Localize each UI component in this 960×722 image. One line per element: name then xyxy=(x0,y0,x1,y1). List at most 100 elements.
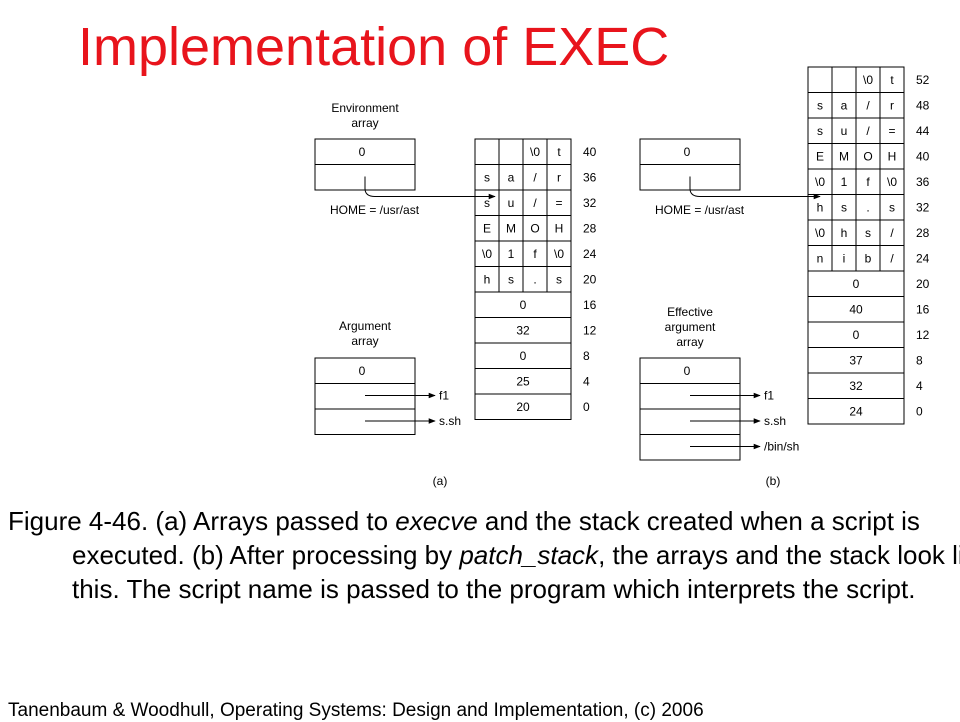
copyright-credit: Tanenbaum & Woodhull, Operating Systems:… xyxy=(8,700,704,721)
panel-b-stack-char-value: t xyxy=(890,73,894,87)
panel-b-stack-char-value: E xyxy=(816,150,824,164)
panel-b-arg-label: Effective xyxy=(667,305,713,319)
panel-a-stack-char-value: f xyxy=(533,247,537,261)
panel-b-stack-address: 8 xyxy=(916,354,923,368)
panel-b-arg-string: /bin/sh xyxy=(764,440,799,454)
panel-a-stack-address: 28 xyxy=(583,222,597,236)
panel-a-env-label: array xyxy=(351,116,378,130)
panel-b-stack-address: 24 xyxy=(916,252,930,266)
panel-b-stack-char-value: H xyxy=(888,150,897,164)
panel-a-stack-char-value: / xyxy=(533,196,537,210)
slide-title: Implementation of EXEC xyxy=(78,17,670,77)
panel-b-stack-address: 4 xyxy=(916,379,923,393)
panel-b-arg-label: array xyxy=(676,335,703,349)
panel-b-arg-string: s.sh xyxy=(764,414,786,428)
panel-b-stack-char-value: s xyxy=(817,99,823,113)
panel-a-stack-address: 12 xyxy=(583,324,597,338)
caption-suffix: , the arrays and the stack look like thi… xyxy=(72,540,960,604)
panel-b-stack-char-value: i xyxy=(843,252,846,266)
panel-b-stack-address: 28 xyxy=(916,226,930,240)
panel-b-home-string: HOME = /usr/ast xyxy=(655,203,745,217)
panel-b-stack-address: 20 xyxy=(916,277,930,291)
panel-b-stack-char-value: s xyxy=(865,226,871,240)
panel-b-stack-char-value: . xyxy=(866,201,869,215)
panel-b-stack-char-value: 1 xyxy=(841,175,848,189)
panel-a-stack-address: 24 xyxy=(583,247,597,261)
panel-a-arg-label: Argument xyxy=(339,319,392,333)
panel-b-stack-char-value: h xyxy=(817,201,824,215)
caption-execve: execve xyxy=(395,506,478,536)
panel-a-stack-char-value: s xyxy=(508,273,514,287)
panel-b-stack-address: 40 xyxy=(916,150,930,164)
panel-b-stack-word-value: 24 xyxy=(849,405,863,419)
panel-a-stack-char-value: s xyxy=(484,196,490,210)
panel-a-stack-char-value: M xyxy=(506,222,516,236)
panel-b-stack-address: 52 xyxy=(916,73,930,87)
panel-b-arg-cell xyxy=(639,408,741,435)
panel-a-stack-address: 4 xyxy=(583,375,590,389)
panel-b-env-value: 0 xyxy=(684,145,691,159)
panel-a-env-value: 0 xyxy=(359,145,366,159)
panel-a-home-string: HOME = /usr/ast xyxy=(330,203,420,217)
panel-a-stack-char-value: E xyxy=(483,222,491,236)
panel-b-stack-char-value: s xyxy=(841,201,847,215)
panel-b-label: (b) xyxy=(766,474,781,488)
panel-a-stack-address: 36 xyxy=(583,171,597,185)
panel-a-stack-char-value: \0 xyxy=(482,247,492,261)
panel-b-stack-address: 12 xyxy=(916,328,930,342)
panel-a-stack-address: 16 xyxy=(583,298,597,312)
panel-a-stack-char-value: r xyxy=(557,171,561,185)
panel-a-stack-char-value: s xyxy=(484,171,490,185)
panel-a-arg-value: 0 xyxy=(359,364,366,378)
panel-a-stack-char-value: u xyxy=(508,196,515,210)
panel-a-stack-char-cell xyxy=(474,138,500,165)
panel-b-stack-char-value: / xyxy=(890,252,894,266)
panel-b-stack-char-cell xyxy=(807,66,833,93)
panel-a-stack-char-value: = xyxy=(555,196,562,210)
panel-b-stack-char-value: s xyxy=(817,124,823,138)
panel-b-arg-string: f1 xyxy=(764,389,774,403)
panel-a-stack-word-value: 0 xyxy=(520,298,527,312)
panel-b-arg-cell xyxy=(639,434,741,461)
panel-a-stack-char-value: h xyxy=(484,273,491,287)
panel-b-stack-char-value: b xyxy=(865,252,872,266)
panel-a-stack-char-value: t xyxy=(557,145,561,159)
panel-b-stack-char-value: \0 xyxy=(863,73,873,87)
panel-b-stack-char-value: \0 xyxy=(815,175,825,189)
panel-b-arg-value: 0 xyxy=(684,364,691,378)
panel-a-label: (a) xyxy=(433,474,448,488)
panel-b-stack-char-value: / xyxy=(890,226,894,240)
caption-prefix: Figure 4-46. (a) Arrays passed to xyxy=(8,506,396,536)
panel-a-arg-label: array xyxy=(351,334,378,348)
panel-a-stack-word-value: 25 xyxy=(516,375,530,389)
panel-a-stack-char-value: / xyxy=(533,171,537,185)
panel-a-stack-char-value: \0 xyxy=(554,247,564,261)
panel-b-stack-address: 16 xyxy=(916,303,930,317)
panel-b-stack-address: 32 xyxy=(916,201,930,215)
panel-b-stack-char-value: = xyxy=(888,124,895,138)
panel-a-stack-address: 0 xyxy=(583,400,590,414)
panel-b-stack-char-value: / xyxy=(866,99,870,113)
caption-patch-stack: patch_stack xyxy=(459,540,599,570)
panel-a-stack-char-value: 1 xyxy=(508,247,515,261)
panel-b-stack-word-cell xyxy=(807,398,905,425)
panel-b-stack-address: 48 xyxy=(916,99,930,113)
panel-b-stack-address: 44 xyxy=(916,124,930,138)
panel-b-stack-char-value: M xyxy=(839,150,849,164)
panel-b-stack-char-value: a xyxy=(841,99,848,113)
panel-b-stack-char-value: f xyxy=(866,175,870,189)
panel-a-arg-string: f1 xyxy=(439,389,449,403)
panel-a-stack-char-cell xyxy=(498,138,524,165)
panel-a-stack-char-value: H xyxy=(555,222,564,236)
panel-b-stack-char-value: s xyxy=(889,201,895,215)
panel-b-stack-char-value: \0 xyxy=(815,226,825,240)
panel-a-stack-char-value: s xyxy=(556,273,562,287)
panel-a-stack-address: 32 xyxy=(583,196,597,210)
panel-b-stack-word-value: 32 xyxy=(849,379,863,393)
panel-a-stack-address: 8 xyxy=(583,349,590,363)
panel-b-stack-char-value: O xyxy=(863,150,872,164)
panel-b-stack-word-value: 0 xyxy=(853,328,860,342)
panel-a-env-label: Environment xyxy=(331,101,399,115)
panel-a-stack-char-value: . xyxy=(533,273,536,287)
